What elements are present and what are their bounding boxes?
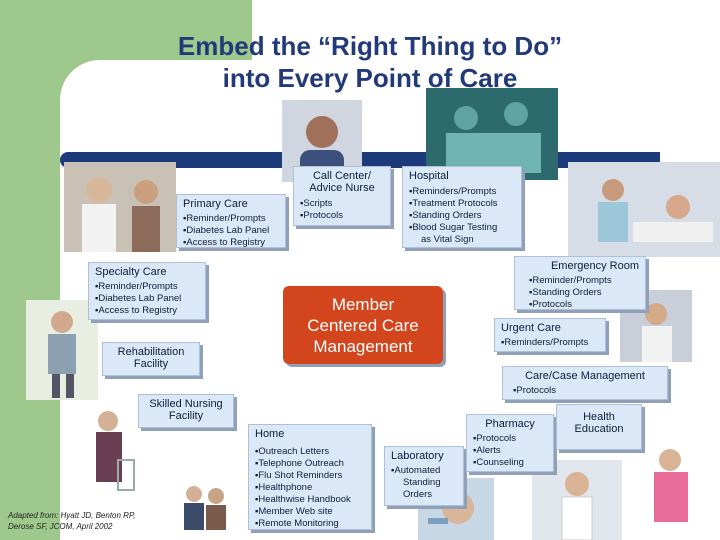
home-item: Flu Shot Reminders <box>255 470 365 482</box>
call-center-box: Call Center/ Advice Nurse Scripts Protoc… <box>293 166 391 226</box>
title-line-2: into Every Point of Care <box>0 62 720 94</box>
center-line-1: Member <box>283 294 443 315</box>
laboratory-heading: Laboratory <box>391 450 457 462</box>
specialty-care-item: Access to Registry <box>95 305 199 317</box>
hospital-item-continued: as Vital Sign <box>409 234 515 246</box>
pharmacy-item: Protocols <box>473 433 547 445</box>
rehabilitation-line2: Facility <box>109 358 193 370</box>
hospital-item: Standing Orders <box>409 210 515 222</box>
laboratory-box: Laboratory Automated Standing Orders <box>384 446 464 506</box>
care-case-management-box: Care/Case Management Protocols <box>502 366 668 400</box>
hospital-heading: Hospital <box>409 170 515 182</box>
call-center-item: Protocols <box>300 210 384 222</box>
health-education-line2: Education <box>563 423 635 435</box>
home-heading: Home <box>255 428 365 440</box>
specialty-care-item: Diabetes Lab Panel <box>95 293 199 305</box>
hospital-item: Blood Sugar Testing <box>409 222 515 234</box>
center-line-3: Management <box>283 336 443 357</box>
primary-care-photo <box>64 162 176 252</box>
primary-care-box: Primary Care Reminder/Prompts Diabetes L… <box>176 194 286 248</box>
home-item: Member Web site <box>255 506 365 518</box>
home-box: Home Outreach Letters Telephone Outreach… <box>248 424 372 530</box>
emergency-room-item: Reminder/Prompts <box>529 275 639 287</box>
primary-care-item: Access to Registry <box>183 237 279 249</box>
member-centered-care-box: Member Centered Care Management <box>283 286 443 364</box>
title-line-1: Embed the “Right Thing to Do” <box>0 30 720 62</box>
call-center-heading-line1: Call Center/ <box>300 170 384 182</box>
health-education-line1: Health <box>563 411 635 423</box>
care-case-item: Protocols <box>513 385 661 397</box>
urgent-care-box: Urgent Care Reminders/Prompts <box>494 318 606 352</box>
specialty-care-heading: Specialty Care <box>95 266 199 278</box>
source-credit: Adapted from: Hyatt JD, Benton RP, Deros… <box>8 510 135 532</box>
pharmacy-photo <box>532 460 622 540</box>
skilled-nursing-line1: Skilled Nursing <box>145 398 227 410</box>
home-item: Remote Monitoring <box>255 518 365 530</box>
home-item: Telephone Outreach <box>255 458 365 470</box>
care-case-heading: Care/Case Management <box>509 370 661 382</box>
slide-title: Embed the “Right Thing to Do” into Every… <box>0 30 720 94</box>
primary-care-heading: Primary Care <box>183 198 279 210</box>
home-couple-photo <box>176 478 232 530</box>
hospital-item: Treatment Protocols <box>409 198 515 210</box>
health-education-photo <box>636 442 706 540</box>
rehabilitation-line1: Rehabilitation <box>109 346 193 358</box>
laboratory-item: Automated <box>391 465 457 477</box>
pharmacy-item: Alerts <box>473 445 547 457</box>
skilled-nursing-line2: Facility <box>145 410 227 422</box>
credit-line-2: Derose SF, JCOM, April 2002 <box>8 521 135 532</box>
pharmacy-heading: Pharmacy <box>473 418 547 430</box>
primary-care-item: Reminder/Prompts <box>183 213 279 225</box>
primary-care-item: Diabetes Lab Panel <box>183 225 279 237</box>
pharmacy-box: Pharmacy Protocols Alerts Counseling <box>466 414 554 472</box>
emergency-room-item: Standing Orders <box>529 287 639 299</box>
urgent-care-item: Reminders/Prompts <box>501 337 599 349</box>
call-center-heading: Call Center/ Advice Nurse <box>300 170 384 194</box>
skilled-nursing-box: Skilled Nursing Facility <box>138 394 234 428</box>
call-center-item: Scripts <box>300 198 384 210</box>
home-item: Healthwise Handbook <box>255 494 365 506</box>
home-item: Outreach Letters <box>255 446 365 458</box>
pharmacy-item: Counseling <box>473 457 547 469</box>
urgent-care-heading: Urgent Care <box>501 322 599 334</box>
specialty-care-item: Reminder/Prompts <box>95 281 199 293</box>
credit-line-1: Adapted from: Hyatt JD, Benton RP, <box>8 510 135 521</box>
call-center-heading-line2: Advice Nurse <box>300 182 384 194</box>
emergency-room-box: Emergency Room Reminder/Prompts Standing… <box>514 256 646 310</box>
hospital-box: Hospital Reminders/Prompts Treatment Pro… <box>402 166 522 248</box>
skilled-nursing-photo <box>78 405 140 505</box>
hospital-item: Reminders/Prompts <box>409 186 515 198</box>
health-education-box: Health Education <box>556 404 642 450</box>
emergency-room-photo <box>568 162 720 257</box>
laboratory-item-cont1: Standing <box>391 477 457 489</box>
home-item: Healthphone <box>255 482 365 494</box>
rehabilitation-box: Rehabilitation Facility <box>102 342 200 376</box>
emergency-room-heading: Emergency Room <box>521 260 639 272</box>
specialty-care-box: Specialty Care Reminder/Prompts Diabetes… <box>88 262 206 320</box>
center-line-2: Centered Care <box>283 315 443 336</box>
laboratory-item-cont2: Orders <box>391 489 457 501</box>
emergency-room-item: Protocols <box>529 299 639 311</box>
